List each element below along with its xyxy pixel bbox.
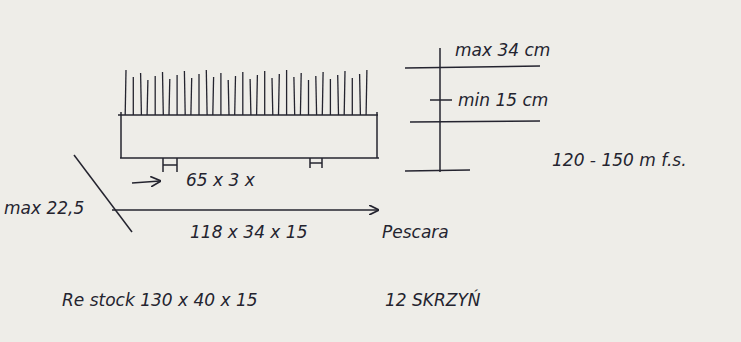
axis-line — [439, 48, 441, 172]
gap-mark — [163, 164, 177, 166]
bristle-line — [184, 71, 186, 115]
bristle-line — [133, 77, 134, 115]
bristle-line — [212, 77, 214, 115]
bristle-line — [344, 71, 346, 115]
bristle-line — [220, 73, 221, 115]
angle-line — [74, 155, 132, 232]
bristle-line — [176, 75, 177, 115]
sketch-note: Re stock 130 x 40 x 15 — [62, 290, 258, 310]
bristle-line — [352, 78, 353, 115]
bristle-line — [242, 72, 243, 115]
bristle-line — [271, 78, 273, 115]
bristle-line — [234, 76, 236, 115]
level-line — [405, 170, 470, 171]
box-side — [120, 112, 122, 158]
sketch-note: max 34 cm — [455, 40, 550, 60]
sketch-note: 120 - 150 m f.s. — [552, 150, 687, 170]
level-line — [410, 121, 540, 122]
top-line — [118, 114, 378, 116]
bristle-line — [206, 70, 208, 115]
bristle-line — [308, 80, 309, 115]
level-line — [405, 66, 540, 68]
sketch-note: 12 SKRZYŃ — [385, 290, 481, 310]
bristle-line — [300, 73, 302, 115]
bristle-line — [125, 70, 127, 115]
pointer-arrow — [132, 181, 160, 183]
bristle-line — [256, 75, 258, 115]
sketch-note: max 22,5 — [4, 198, 84, 218]
sketch-note: Pescara — [382, 222, 449, 242]
box-bottom — [120, 157, 379, 159]
bristle-line — [315, 76, 317, 115]
bristle-line — [359, 74, 361, 115]
bristle-line — [146, 80, 148, 115]
bristle-line — [155, 76, 156, 115]
bristle-line — [140, 73, 142, 115]
bristle-line — [278, 74, 280, 115]
bristle-line — [286, 70, 287, 115]
sketch-note: 118 x 34 x 15 — [190, 222, 307, 242]
bristle-line — [293, 77, 295, 115]
gap-mark — [310, 162, 322, 164]
level-tick — [430, 99, 452, 101]
sketch-note: 65 x 3 x — [186, 170, 255, 190]
bristle-line — [168, 79, 170, 115]
sketch-note: min 15 cm — [458, 90, 548, 110]
bristle-line — [365, 70, 367, 115]
bristle-line — [190, 78, 192, 115]
bristle-line — [264, 71, 265, 115]
bristle-line — [198, 74, 199, 115]
bristle-line — [249, 79, 251, 115]
box-side — [376, 112, 378, 158]
bristle-line — [330, 79, 331, 115]
bristle-lines — [125, 70, 367, 115]
bristle-line — [322, 72, 324, 115]
bristle-line — [337, 75, 339, 115]
length-arrow — [112, 209, 378, 211]
bristle-line — [162, 72, 164, 115]
bristle-line — [228, 80, 230, 115]
